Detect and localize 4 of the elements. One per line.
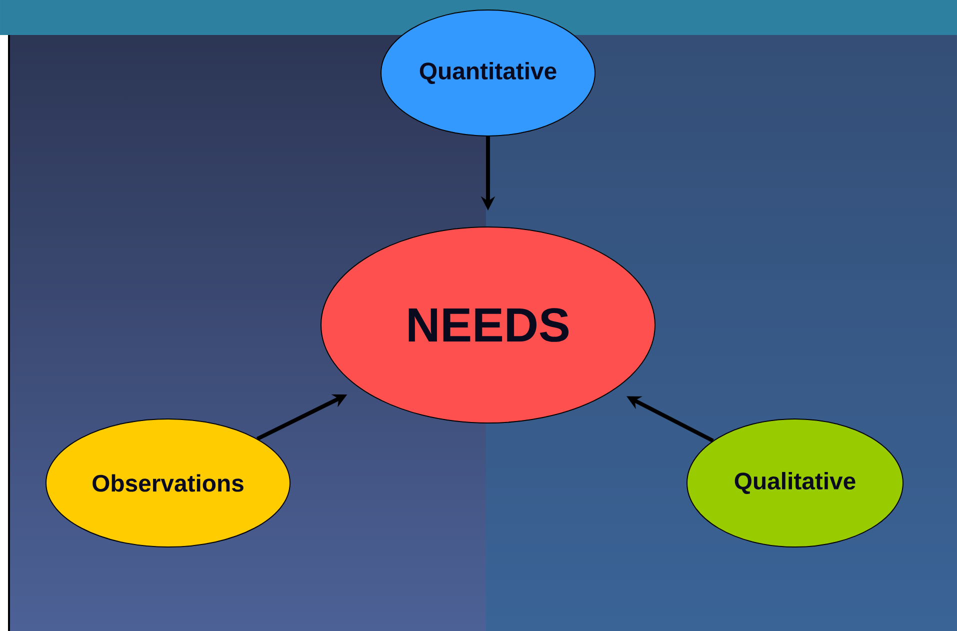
ellipse-node: NEEDS bbox=[320, 226, 656, 424]
ellipse-node: Quantitative bbox=[380, 10, 596, 136]
ellipse-node: Qualitative bbox=[686, 418, 904, 548]
ellipse-node: Observations bbox=[46, 418, 290, 548]
